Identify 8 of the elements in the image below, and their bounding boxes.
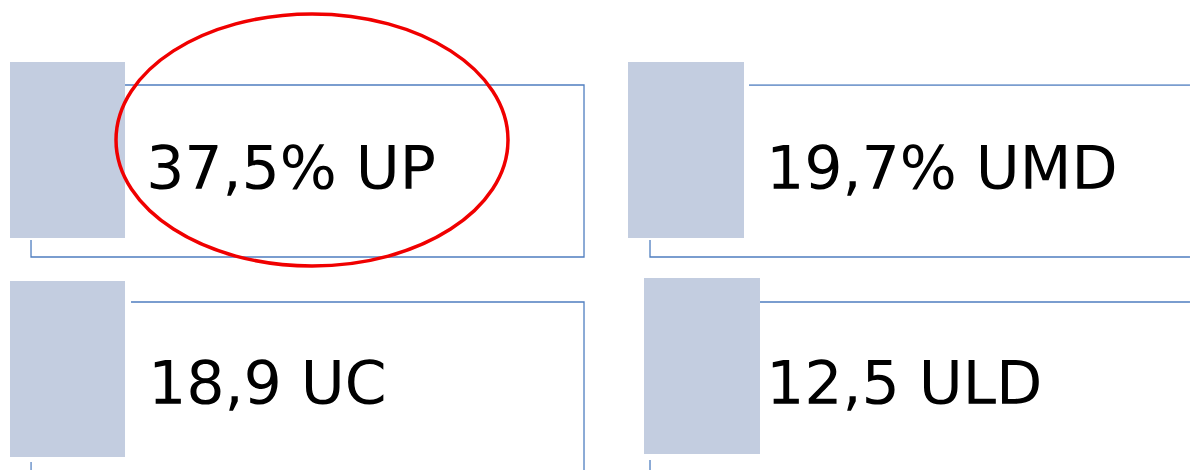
card: 19,7% UMD [628, 62, 1190, 258]
card: 37,5% UP [10, 62, 585, 258]
node-label: 12,5 ULD [772, 359, 1039, 411]
card: 12,5 ULD [644, 278, 1190, 470]
card: 18,9 UC [10, 281, 585, 470]
node-label: 19,7% UMD [772, 144, 1115, 196]
node-label: 37,5% UP [150, 144, 434, 196]
node-label: 18,9 UC [154, 359, 384, 411]
